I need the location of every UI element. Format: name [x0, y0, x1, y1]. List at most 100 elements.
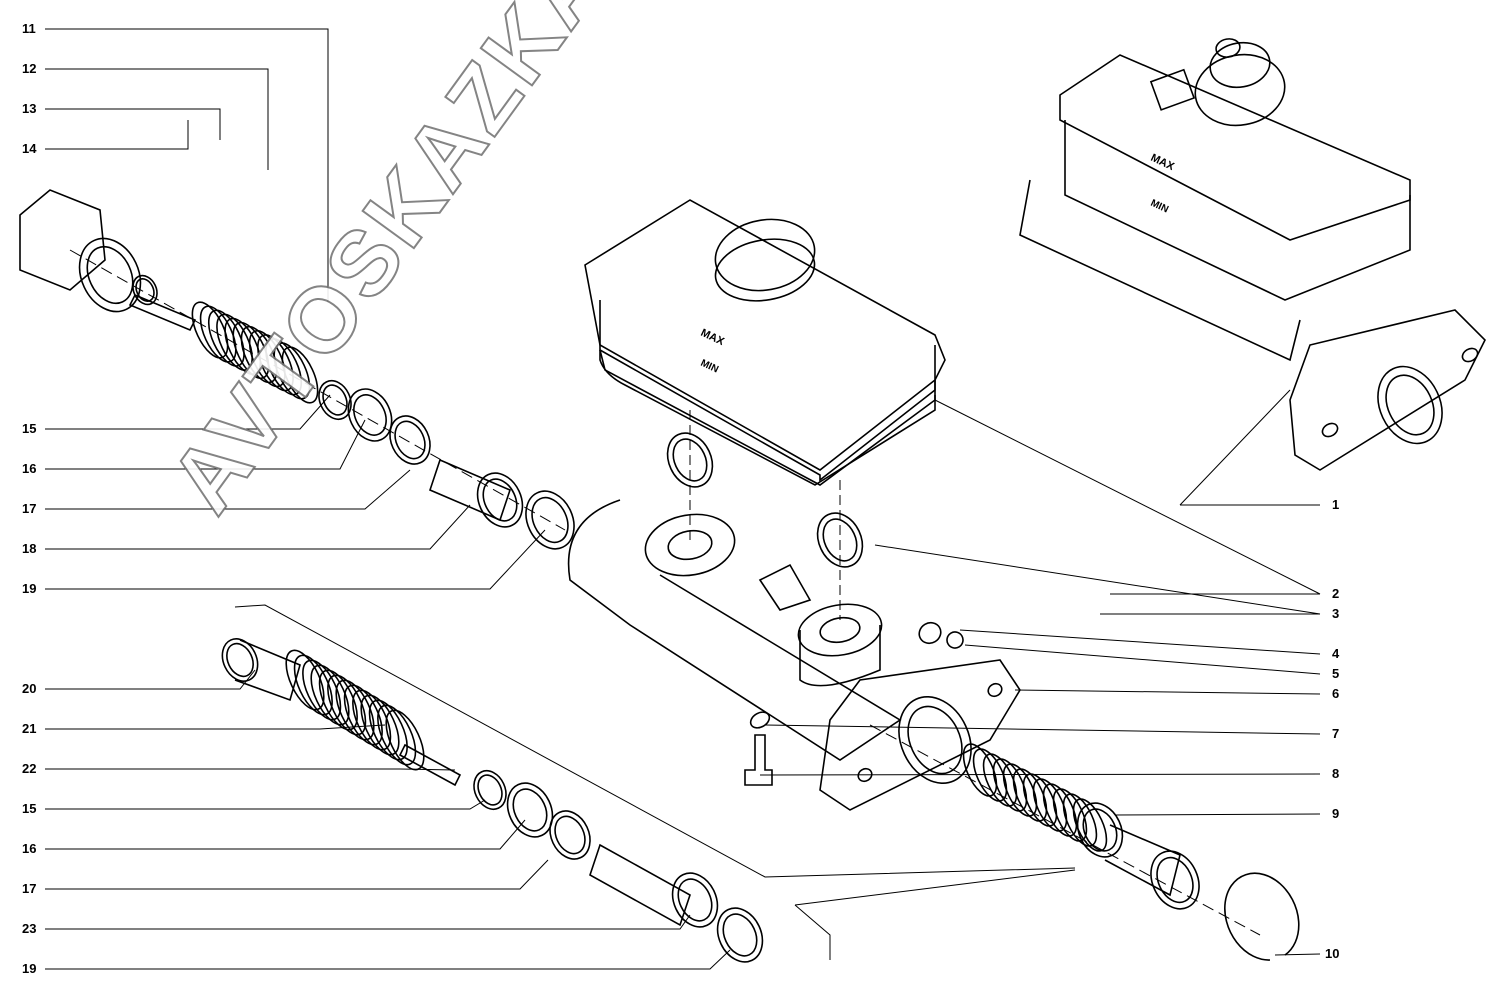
spring-9	[992, 758, 1028, 812]
spring-9	[972, 748, 1008, 802]
callout-label: 12	[22, 61, 37, 76]
spring-11	[281, 346, 319, 404]
spring-21	[293, 654, 333, 716]
leader-line	[45, 819, 526, 850]
grommet-a	[666, 432, 714, 488]
cup-18b-inner	[482, 478, 518, 522]
callout-label: 16	[22, 461, 37, 476]
leader-line	[45, 768, 456, 771]
mounting-flange	[819, 659, 1021, 811]
flange-bore-inner	[907, 705, 963, 775]
sensor-boss	[758, 563, 812, 611]
callout-label: 19	[22, 961, 37, 976]
callout-label: 15	[22, 801, 37, 816]
callout-label: 4	[1332, 646, 1340, 661]
outlet-port-2	[819, 616, 861, 644]
leader-line	[959, 629, 1321, 655]
ring-15-inner	[322, 384, 348, 416]
grommet-b	[816, 512, 864, 568]
piston-20	[221, 638, 259, 682]
reservoir-cap-base	[714, 238, 816, 302]
axis-line	[69, 249, 566, 531]
assembled-bore	[1377, 365, 1443, 445]
callout-label: 9	[1332, 806, 1340, 821]
callout-label: 3	[1332, 606, 1340, 621]
seal-19b	[716, 907, 764, 963]
flange-hole	[1321, 422, 1339, 438]
leader-line	[45, 108, 221, 140]
reservoir-lid	[584, 199, 946, 471]
spring-21	[335, 679, 375, 741]
leader-line	[45, 469, 411, 510]
spring-21	[310, 664, 350, 726]
callout-label: 23	[22, 921, 37, 936]
callout-label: 7	[1332, 726, 1340, 741]
plug-14	[19, 189, 106, 291]
assembled-reservoir-body	[1064, 120, 1411, 301]
callout-label: 19	[22, 581, 37, 596]
callout-label: 14	[22, 141, 37, 156]
assembled-cylinder-body	[1019, 179, 1301, 362]
spring-21	[318, 669, 358, 731]
washer-17b	[549, 810, 591, 860]
washer-17	[389, 415, 431, 465]
spring-9	[1022, 773, 1058, 827]
cup-18b	[476, 472, 524, 528]
leader-line	[45, 68, 269, 170]
spring-21	[368, 699, 408, 761]
washer-17b-inner	[554, 815, 586, 855]
bolt-22	[398, 743, 462, 787]
assembled-cap	[1194, 53, 1286, 127]
cup-16	[347, 388, 393, 442]
cup-9-inner	[1156, 856, 1194, 904]
cup-16b	[506, 782, 554, 838]
leader-line	[45, 949, 731, 970]
max-mark: MAX	[699, 327, 727, 348]
reservoir-body	[599, 349, 936, 486]
spring-9	[962, 743, 998, 797]
spring-9	[982, 753, 1018, 807]
callout-label: 6	[1332, 686, 1340, 701]
spring-21	[327, 674, 367, 736]
callout-label: 17	[22, 501, 37, 516]
leader-line	[874, 544, 1321, 615]
piston-20-body	[234, 639, 301, 702]
spring-11	[273, 342, 311, 400]
spring-21	[302, 659, 342, 721]
piston-20-inner	[226, 642, 254, 678]
ring-15b-inner	[477, 774, 503, 806]
seal-13-inner	[86, 245, 134, 305]
callout-label: 1	[1332, 497, 1340, 512]
outlet-boss-1	[644, 513, 736, 577]
grommet-a-inner	[672, 438, 708, 482]
piston-18	[429, 458, 511, 522]
axis-line	[869, 724, 1261, 936]
leader-line	[45, 529, 546, 590]
cup-16-inner	[353, 394, 387, 436]
seal-19-inner	[531, 496, 569, 544]
piston-9-inner	[1082, 808, 1118, 852]
grommet-b-inner	[822, 518, 858, 562]
assembled-min-mark: MIN	[1149, 198, 1170, 216]
spring-21	[352, 689, 392, 751]
outlet-port-2-outer	[797, 603, 883, 657]
nut	[918, 621, 942, 645]
leader-line	[45, 504, 471, 550]
washer-5	[946, 631, 964, 649]
ring-15b	[473, 769, 507, 811]
leader-line	[764, 724, 1321, 735]
ring-15	[318, 379, 352, 421]
cylinder-body	[567, 499, 902, 761]
flange-hole	[857, 767, 873, 783]
leader-line	[234, 604, 1076, 878]
leader-line	[1014, 689, 1321, 695]
reservoir-cap	[714, 218, 816, 292]
leader-line	[794, 904, 831, 960]
leader-line	[1114, 813, 1321, 816]
spring-21	[377, 704, 417, 766]
leader-line	[45, 419, 366, 470]
reservoir-rim	[599, 300, 936, 482]
outlet-boss-2	[799, 625, 881, 687]
cup-16b-inner	[512, 788, 548, 832]
